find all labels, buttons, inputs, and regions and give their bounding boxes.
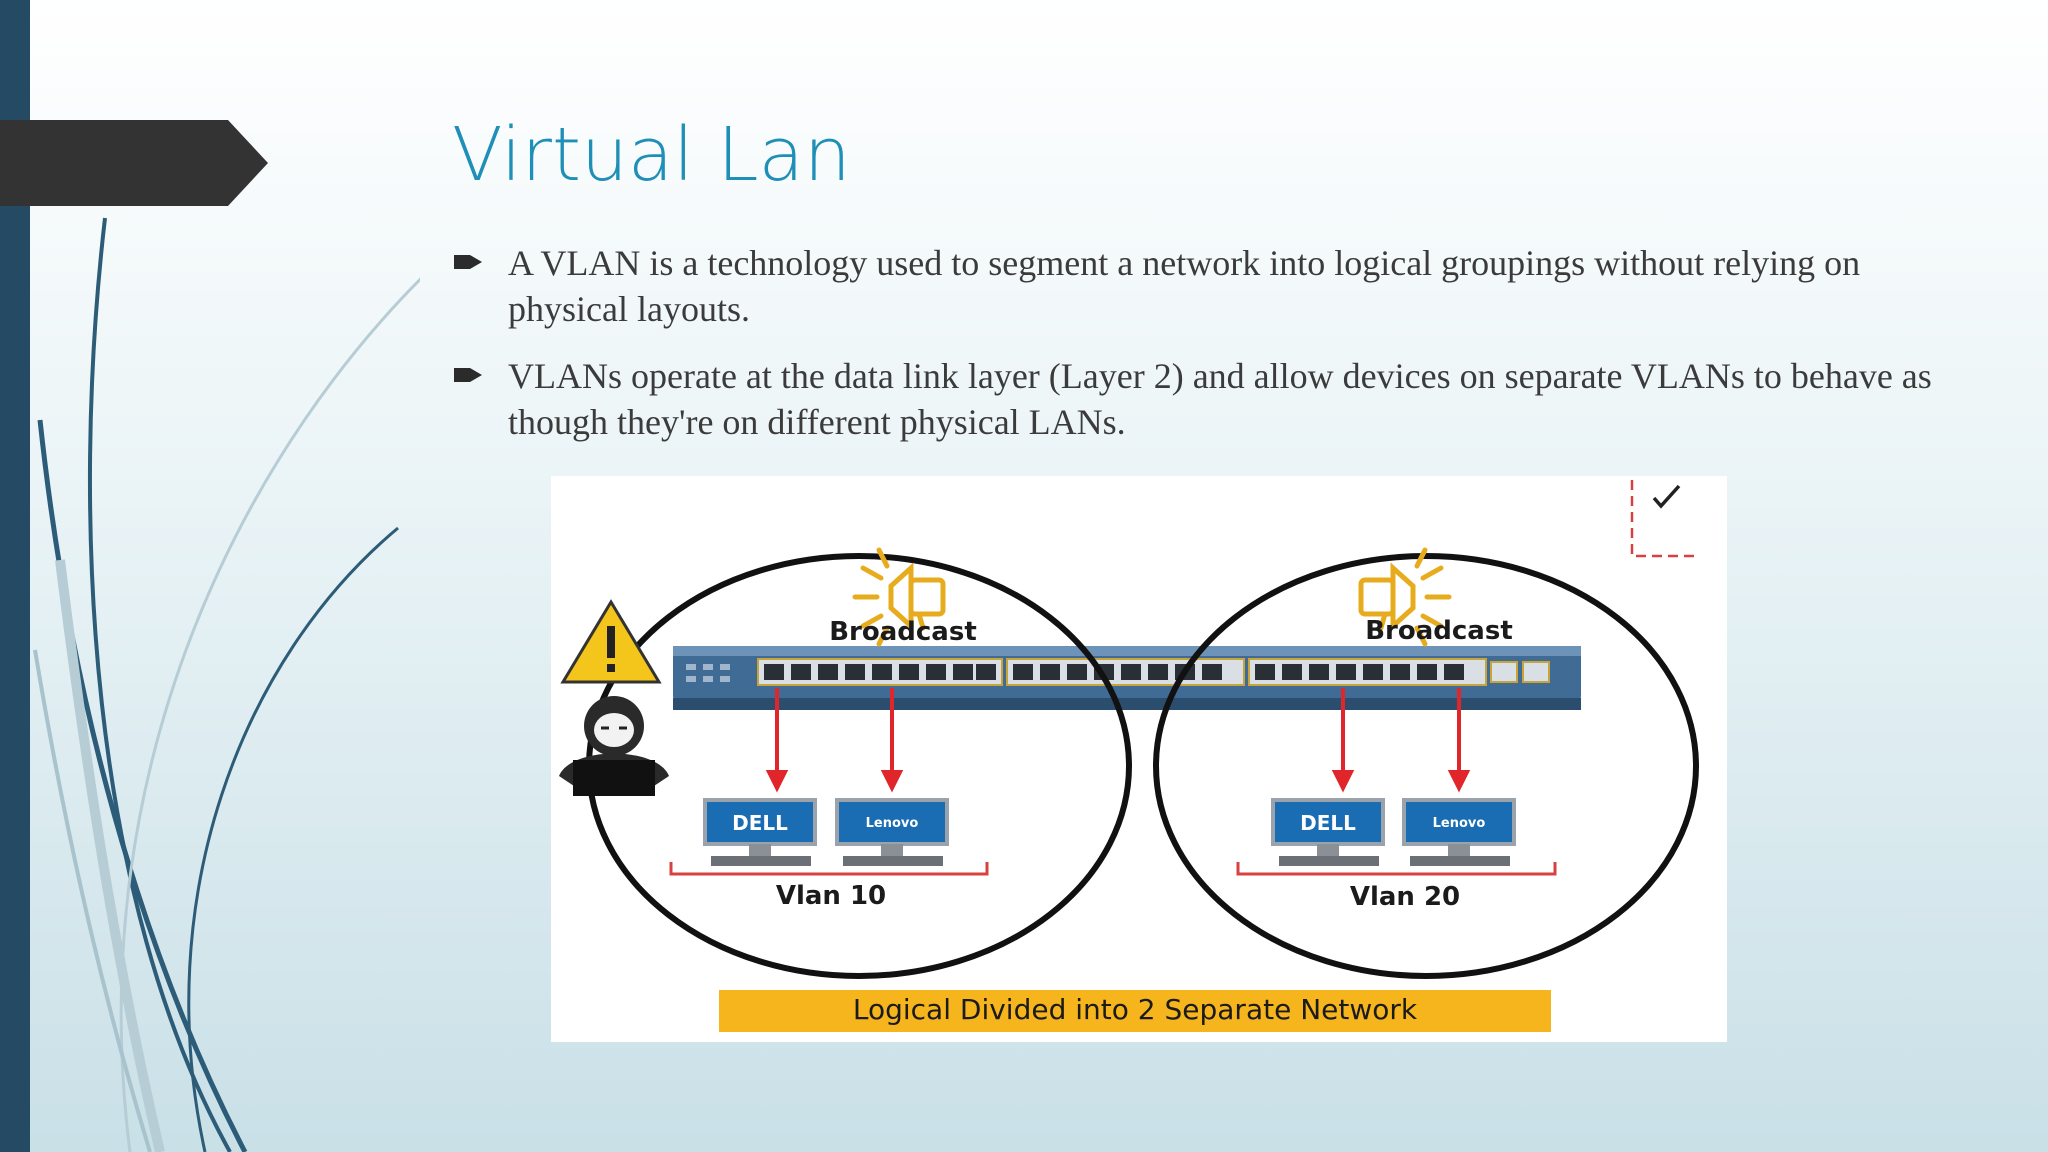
network-switch-icon — [673, 646, 1581, 710]
hacker-icon — [559, 696, 669, 796]
broadcast-label-right: Broadcast — [1365, 616, 1513, 646]
title-pointer-tab — [0, 120, 268, 206]
vlan10-bracket — [669, 862, 989, 876]
decorative-swoosh-lines — [33, 217, 420, 1152]
computer-icon: Lenovo — [835, 798, 949, 866]
computer-icon: DELL — [703, 798, 817, 866]
bullet-arrow-icon — [454, 255, 482, 269]
bullet-text: VLANs operate at the data link layer (La… — [508, 356, 1932, 442]
check-mark-icon — [1630, 480, 1697, 558]
bullet-arrow-icon — [454, 368, 482, 382]
slide-title: Virtual Lan — [452, 112, 851, 198]
bullet-text: A VLAN is a technology used to segment a… — [508, 243, 1861, 329]
vlan-diagram-image: Broadcast Broadcast DELL Lenovo DELL — [551, 476, 1727, 1042]
broadcast-label-left: Broadcast — [829, 617, 977, 647]
pc-brand-label: Lenovo — [1433, 816, 1486, 831]
vlan20-boundary-circle — [1153, 553, 1699, 979]
vlan20-bracket — [1236, 862, 1557, 876]
bullet-item: VLANs operate at the data link layer (La… — [452, 353, 1932, 445]
diagram-caption: Logical Divided into 2 Separate Network — [853, 993, 1418, 1026]
pc-brand-label: DELL — [732, 811, 788, 835]
computer-icon: Lenovo — [1402, 798, 1516, 866]
megaphone-icon — [852, 547, 946, 647]
vlan20-label: Vlan 20 — [1350, 882, 1460, 912]
megaphone-icon — [1358, 547, 1452, 647]
caption-banner — [719, 990, 1551, 1032]
pc-brand-label: DELL — [1300, 811, 1356, 835]
warning-icon — [560, 599, 662, 684]
vlan10-label: Vlan 10 — [776, 881, 886, 911]
computer-icon: DELL — [1271, 798, 1385, 866]
bullet-item: A VLAN is a technology used to segment a… — [452, 240, 1932, 332]
pc-brand-label: Lenovo — [866, 816, 919, 831]
port-link-arrows — [765, 688, 1471, 793]
